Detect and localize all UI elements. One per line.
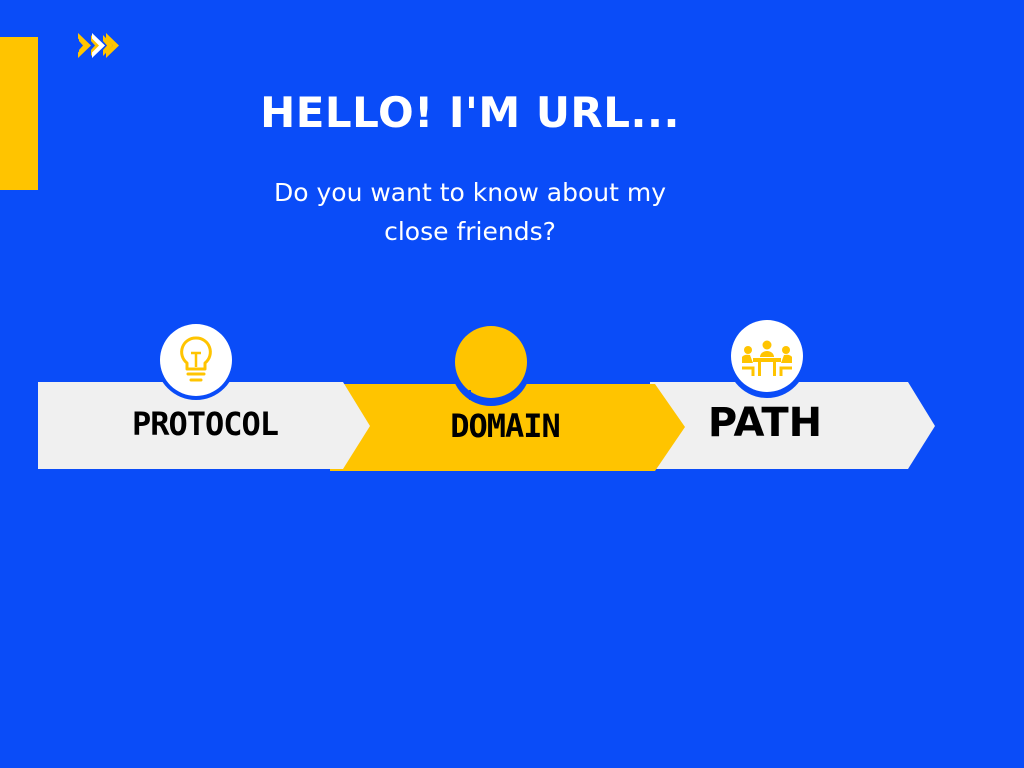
- domain-circle: [451, 326, 531, 406]
- path-label: PATH: [707, 400, 823, 446]
- page-title: HELLO! I'M URL...: [260, 88, 680, 137]
- path-step-shape: [650, 382, 935, 469]
- domain-label: DOMAIN: [450, 407, 561, 445]
- meeting-table-icon: [727, 318, 807, 398]
- protocol-step-shape: [38, 382, 370, 469]
- lightbulb-icon: [156, 320, 236, 400]
- protocol-label: PROTOCOL: [131, 405, 279, 443]
- triple-chevron-right-icon: [78, 33, 119, 58]
- accent-bar: [0, 37, 38, 190]
- domain-step-shape: [330, 384, 685, 471]
- page-subtitle: Do you want to know about my close frien…: [273, 178, 667, 246]
